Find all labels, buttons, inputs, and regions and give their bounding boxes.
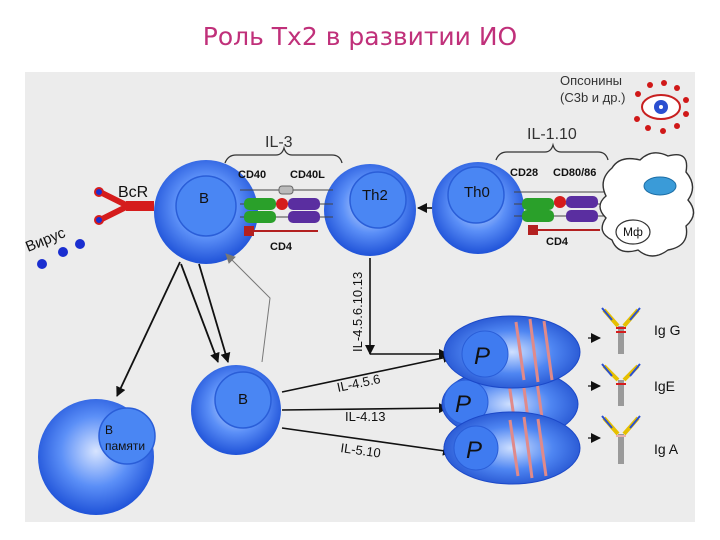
b-to-b2-arrow (198, 263, 231, 363)
macrophage-label: Мф (623, 225, 643, 239)
cd4-right-label: CD4 (546, 236, 569, 248)
bcr-receptor-icon (94, 187, 154, 225)
iga-antibody-icon (588, 415, 641, 464)
macrophage-cell: Мф (599, 152, 695, 257)
plasma-cell: P (443, 315, 581, 389)
il-510-label: IL-5.10 (340, 440, 382, 460)
virus-particle (37, 259, 47, 269)
il3-brace (224, 145, 343, 164)
th0-cell: Th0 (432, 162, 524, 254)
bcr-label: BcR (118, 184, 148, 201)
feedback-arrow (225, 253, 271, 363)
memory-b-cell: B памяти (38, 399, 156, 515)
ige-label: IgE (654, 378, 675, 394)
memory-cell-label-2: памяти (105, 439, 145, 453)
b-th2-synapse: CD40 CD40L CD4 (238, 169, 333, 253)
th2-cell: Th2 (324, 164, 416, 256)
th0-macrophage-synapse: CD28 CD80/86 CD4 (510, 167, 608, 248)
opsonins-label-2: (С3b и др.) (560, 90, 625, 105)
ige-antibody-icon (588, 363, 641, 406)
b2-cell-label: B (238, 391, 248, 408)
b-cell-label: B (199, 190, 209, 207)
th2-cell-label: Th2 (362, 187, 388, 204)
plasma-cell-label: P (455, 391, 471, 418)
il-vertical-label: IL-4.5.6.10.13 (350, 272, 365, 352)
iga-label: Ig A (654, 441, 679, 457)
b-to-memory-arrow (116, 261, 181, 397)
plasma-cell: P (443, 411, 581, 485)
il110-label: IL-1.10 (527, 126, 577, 143)
opsonized-virus-icon (634, 80, 689, 134)
il-413-label: IL-4.13 (345, 409, 385, 424)
cd80-label: CD80/86 (553, 167, 596, 179)
virus-particle (58, 247, 68, 257)
il110-brace (495, 142, 609, 161)
il-456-label: IL-4.5.6 (336, 371, 382, 395)
cd28-label: CD28 (510, 167, 538, 179)
arrow-to-plasma-1 (281, 352, 453, 393)
igg-antibody-icon (588, 307, 641, 354)
arrow-to-plasma-2 (281, 403, 449, 414)
b-to-b2-arrow (180, 263, 220, 363)
memory-cell-label-1: B (105, 423, 113, 437)
opsonins-label-1: Опсонины (560, 73, 622, 88)
cd40-label: CD40 (238, 169, 266, 181)
il3-label: IL-3 (265, 134, 293, 151)
th0-cell-label: Th0 (464, 184, 490, 201)
b-cell-activated: B (191, 365, 281, 455)
igg-label: Ig G (654, 322, 680, 338)
arrow-to-plasma-3 (281, 427, 453, 456)
plasma-cell-label: P (474, 343, 490, 370)
virus-particle (75, 239, 85, 249)
page-title: Роль Тх2 в развитии ИО (202, 22, 518, 51)
cd40l-label: CD40L (290, 169, 325, 181)
cd4-left-label: CD4 (270, 241, 293, 253)
plasma-cell-label: P (466, 437, 482, 464)
b-cell: B (154, 160, 258, 264)
